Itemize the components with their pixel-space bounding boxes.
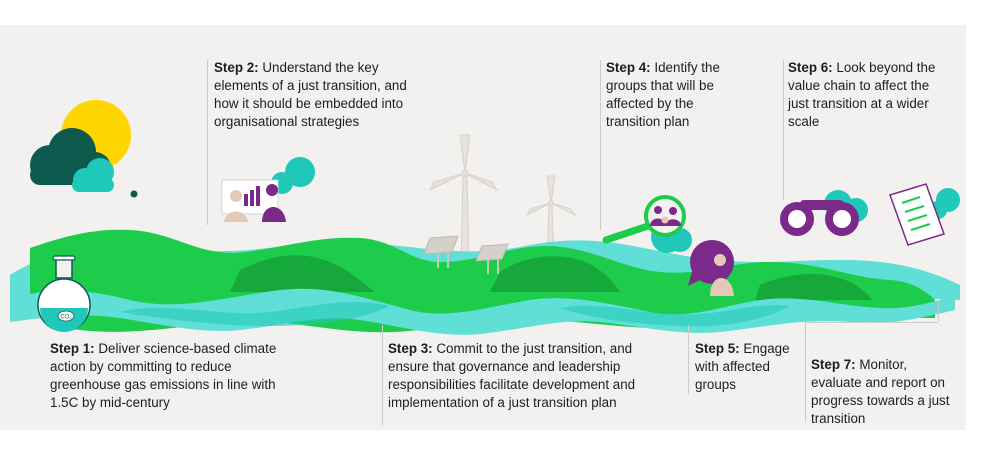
step-6-label: Step 6: <box>788 60 833 75</box>
step-7-leader-line-horizontal <box>805 322 938 323</box>
step-4-leader-line <box>600 60 601 230</box>
step-4-text: Step 4: Identify the groups that will be… <box>606 59 724 131</box>
flask-icon <box>37 255 91 332</box>
solar-panel-icon <box>475 243 509 274</box>
step-7-description: Monitor, evaluate and report on progress… <box>811 357 950 426</box>
river-teal-streak <box>120 301 390 326</box>
step-2-label: Step 2: <box>214 60 259 75</box>
hill-dark <box>230 255 375 292</box>
step-6-text: Step 6: Look beyond the value chain to a… <box>788 59 938 131</box>
step-3-leader-line <box>382 325 383 425</box>
step-3-text: Step 3: Commit to the just transition, a… <box>388 340 650 412</box>
step-1-description: Deliver science-based climate action by … <box>50 341 277 410</box>
step-6-description: Look beyond the value chain to affect th… <box>788 60 936 129</box>
step-4-label: Step 4: <box>606 60 651 75</box>
river-teal-streak <box>560 305 790 327</box>
step-3-description: Commit to the just transition, and ensur… <box>388 341 636 410</box>
step-7-label: Step 7: <box>811 357 856 372</box>
hill-dark <box>490 256 620 292</box>
step-4-description: Identify the groups that will be affecte… <box>606 60 720 129</box>
step-5-text: Step 5: Engage with affected groups <box>695 340 800 394</box>
step-5-description: Engage with affected groups <box>695 341 790 392</box>
step-2-description: Understand the key elements of a just tr… <box>214 60 407 129</box>
magnifier-icon <box>602 195 692 253</box>
step-7-leader-line-vertical <box>938 300 939 322</box>
teal-cloud-icon <box>72 158 114 192</box>
step-2-leader-line <box>207 60 208 225</box>
hill-dark <box>755 274 872 300</box>
step-1-text: Step 1: Deliver science-based climate ac… <box>50 340 305 412</box>
speech-bubble-icon <box>688 240 734 296</box>
flask-co2-label: CO₂ <box>60 315 72 321</box>
presentation-icon <box>221 157 315 222</box>
step-7-text: Step 7: Monitor, evaluate and report on … <box>811 356 961 428</box>
solar-panel-icon <box>423 235 459 268</box>
step-6-leader-line <box>783 60 784 200</box>
step-2-text: Step 2: Understand the key elements of a… <box>214 59 426 131</box>
step-5-leader-line <box>688 325 689 395</box>
step-3-label: Step 3: <box>388 341 433 356</box>
binoculars-icon <box>780 190 868 236</box>
step-5-label: Step 5: <box>695 341 740 356</box>
step-7-leader-line <box>805 322 806 422</box>
checklist-icon <box>889 183 960 246</box>
dot-icon <box>130 190 138 198</box>
step-1-label: Step 1: <box>50 341 95 356</box>
